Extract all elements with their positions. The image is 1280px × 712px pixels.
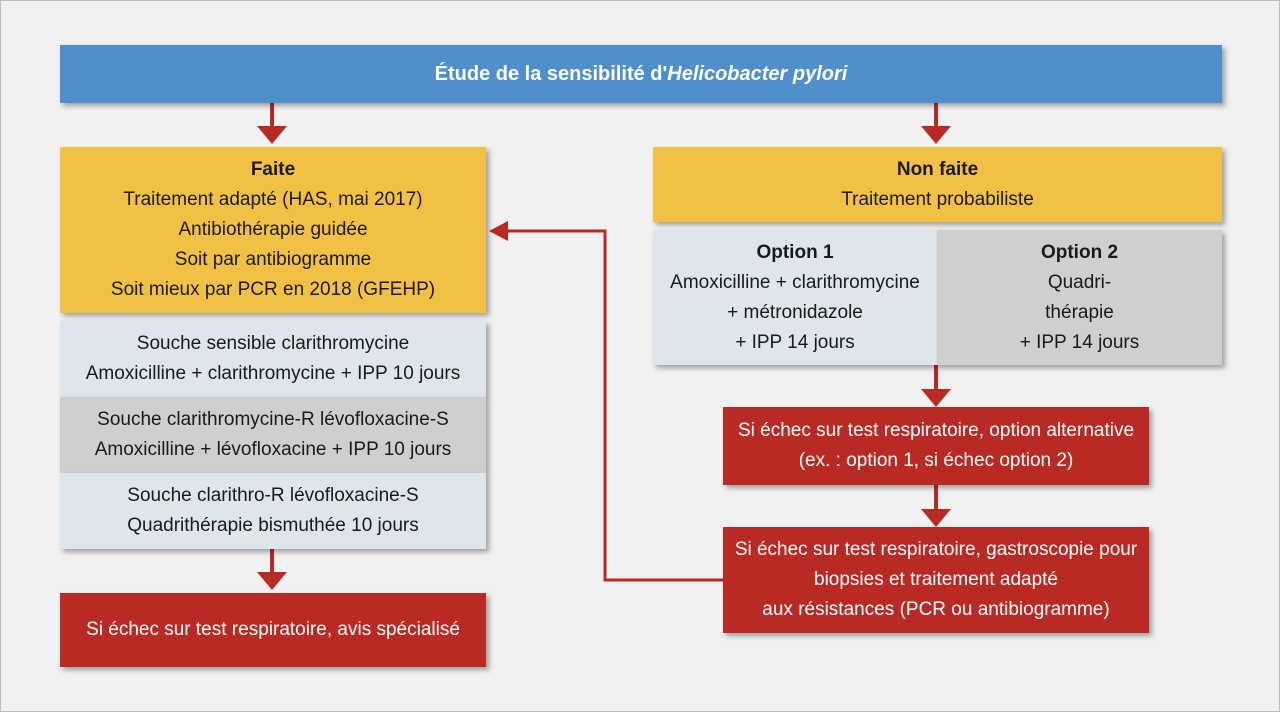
arrow-failure-2-to-faite xyxy=(489,221,723,582)
arrow-title-to-faite xyxy=(257,103,287,144)
case-treatment: Amoxicilline + clarithromycine + IPP 10 … xyxy=(85,363,461,384)
option-1-heading: Option 1 xyxy=(756,241,834,263)
faite-line: Soit par antibiogramme xyxy=(174,249,372,270)
right-failure-2-line: Si échec sur test respiratoire, gastrosc… xyxy=(734,539,1138,560)
option-1-line: + métronidazole xyxy=(727,301,863,323)
option-1-box: Option 1 Amoxicilline + clarithromycine … xyxy=(653,230,937,365)
faite-heading: Faite xyxy=(250,159,296,180)
option-2-line: + IPP 14 jours xyxy=(1019,331,1140,353)
case-treatment: Quadrithérapie bismuthée 10 jours xyxy=(127,515,419,536)
case-box-sensible: Souche sensible clarithromycine Amoxicil… xyxy=(60,321,486,397)
option-2-heading: Option 2 xyxy=(1040,241,1119,263)
case-box-clarithro-r: Souche clarithromycine-R lévofloxacine-S… xyxy=(60,397,486,473)
non-faite-subtitle: Traitement probabiliste xyxy=(841,188,1034,210)
right-failure-2-box: Si échec sur test respiratoire, gastrosc… xyxy=(723,527,1149,633)
non-faite-heading: Non faite xyxy=(896,158,979,180)
faite-line: Antibiothérapie guidée xyxy=(178,219,368,240)
left-failure-text: Si échec sur test respiratoire, avis spé… xyxy=(86,619,460,640)
option-2-box: Option 2 Quadri- thérapie + IPP 14 jours xyxy=(937,230,1222,365)
arrow-cases-to-left-failure xyxy=(257,549,287,590)
case-strain: Souche sensible clarithromycine xyxy=(136,333,410,354)
option-1-line: + IPP 14 jours xyxy=(735,331,855,353)
option-2-line: Quadri- xyxy=(1047,271,1112,293)
arrow-options-to-failure-1 xyxy=(921,365,951,407)
option-2-line: thérapie xyxy=(1045,301,1114,323)
case-strain: Souche clarithro-R lévofloxacine-S xyxy=(127,485,419,506)
right-failure-2-line: aux résistances (PCR ou antibiogramme) xyxy=(762,599,1110,620)
option-1-line: Amoxicilline + clarithromycine xyxy=(670,271,920,293)
right-failure-1-line: Si échec sur test respiratoire, option a… xyxy=(737,420,1135,441)
title-prefix: Étude de la sensibilité d' xyxy=(434,63,668,85)
faite-box: Faite Traitement adapté (HAS, mai 2017) … xyxy=(60,147,486,313)
faite-line: Traitement adapté (HAS, mai 2017) xyxy=(123,189,423,210)
case-strain: Souche clarithromycine-R lévofloxacine-S xyxy=(97,409,449,430)
non-faite-box: Non faite Traitement probabiliste xyxy=(653,147,1222,222)
right-failure-2-line: biopsies et traitement adapté xyxy=(814,569,1058,590)
right-failure-1-box: Si échec sur test respiratoire, option a… xyxy=(723,407,1149,485)
right-failure-1-line: (ex. : option 1, si échec option 2) xyxy=(798,450,1074,471)
arrow-failure-1-to-failure-2 xyxy=(921,485,951,527)
faite-line: Soit mieux par PCR en 2018 (GFEHP) xyxy=(110,279,436,300)
case-treatment: Amoxicilline + lévofloxacine + IPP 10 jo… xyxy=(94,439,452,460)
title-organism: Helicobacter pylori xyxy=(667,63,848,85)
arrow-title-to-non-faite xyxy=(921,103,951,144)
case-box-quadri: Souche clarithro-R lévofloxacine-S Quadr… xyxy=(60,473,486,549)
left-failure-box: Si échec sur test respiratoire, avis spé… xyxy=(60,593,486,667)
title-box: Étude de la sensibilité d'Helicobacter p… xyxy=(60,45,1222,103)
